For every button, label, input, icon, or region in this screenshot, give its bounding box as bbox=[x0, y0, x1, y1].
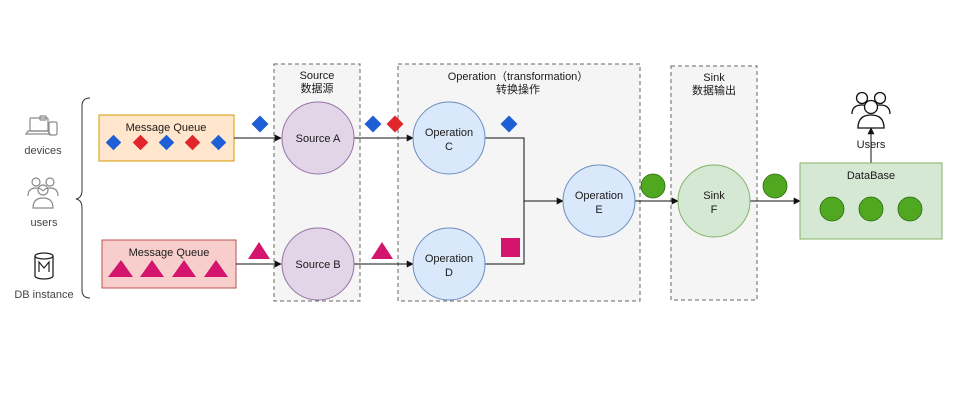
queue-bottom-items bbox=[108, 260, 228, 277]
operation-group-subtitle: 转换操作 bbox=[496, 82, 540, 96]
operation-d-label-line2: D bbox=[445, 267, 453, 279]
sink-group-subtitle: 数据输出 bbox=[692, 83, 736, 97]
red-diamond-icon bbox=[132, 134, 149, 151]
source-a-label: Source A bbox=[296, 133, 341, 145]
blue-diamond-icon bbox=[105, 134, 122, 151]
magenta-triangle-icon bbox=[172, 260, 196, 277]
users-top-label: Users bbox=[857, 139, 886, 151]
green-ball-icon bbox=[858, 196, 884, 222]
magenta-triangle-icon bbox=[204, 260, 228, 277]
source-b-label: Source B bbox=[295, 259, 340, 271]
blue-diamond-icon bbox=[500, 115, 518, 133]
operation-e-label-line1: Operation bbox=[575, 190, 623, 202]
people-group-icon bbox=[851, 91, 891, 129]
sink-f-node bbox=[677, 164, 751, 238]
blue-diamond-icon bbox=[158, 134, 175, 151]
operation-c-label-line1: Operation bbox=[425, 127, 473, 139]
magenta-triangle-icon bbox=[140, 260, 164, 277]
operation-group-title: Operation（transformation） bbox=[448, 70, 589, 83]
users-label: users bbox=[31, 217, 58, 229]
operation-d-label-line1: Operation bbox=[425, 253, 473, 265]
message-queue-top-label: Message Queue bbox=[126, 122, 207, 134]
source-bracket bbox=[75, 97, 91, 299]
queue-top-items bbox=[105, 134, 227, 151]
source-group-title: Source bbox=[300, 70, 335, 82]
edge-op-d-to-op-e bbox=[485, 201, 525, 265]
red-diamond-icon bbox=[386, 115, 404, 133]
source-b-node bbox=[281, 227, 355, 301]
devices-icon bbox=[24, 115, 58, 136]
green-ball-icon bbox=[819, 196, 845, 222]
magenta-triangle-icon bbox=[248, 242, 270, 259]
operation-e-label-line2: E bbox=[595, 204, 602, 216]
red-diamond-icon bbox=[184, 134, 201, 151]
magenta-triangle-icon bbox=[108, 260, 133, 277]
operation-c-node bbox=[412, 101, 486, 175]
blue-diamond-icon bbox=[251, 115, 269, 133]
green-ball-icon bbox=[640, 173, 666, 199]
blue-diamond-icon bbox=[210, 134, 227, 151]
message-queue-bottom-label: Message Queue bbox=[129, 247, 210, 259]
green-ball-icon bbox=[762, 173, 788, 199]
db-instance-label: DB instance bbox=[14, 289, 73, 301]
operation-e-node bbox=[562, 164, 636, 238]
sink-group-title: Sink bbox=[703, 72, 725, 84]
green-ball-icon bbox=[897, 196, 923, 222]
sink-f-label-line1: Sink bbox=[703, 190, 725, 202]
devices-label: devices bbox=[24, 145, 62, 157]
users-icon bbox=[27, 177, 59, 209]
operation-c-label-line2: C bbox=[445, 141, 453, 153]
operation-d-node bbox=[412, 227, 486, 301]
database-label: DataBase bbox=[847, 170, 895, 182]
source-group-subtitle: 数据源 bbox=[301, 81, 334, 95]
edge-op-c-to-op-e bbox=[485, 137, 564, 205]
blue-diamond-icon bbox=[364, 115, 382, 133]
source-a-node bbox=[281, 101, 355, 175]
sink-f-label-line2: F bbox=[711, 204, 718, 216]
magenta-triangle-icon bbox=[371, 242, 393, 259]
magenta-square-icon bbox=[501, 238, 520, 257]
database-icon bbox=[34, 252, 54, 280]
